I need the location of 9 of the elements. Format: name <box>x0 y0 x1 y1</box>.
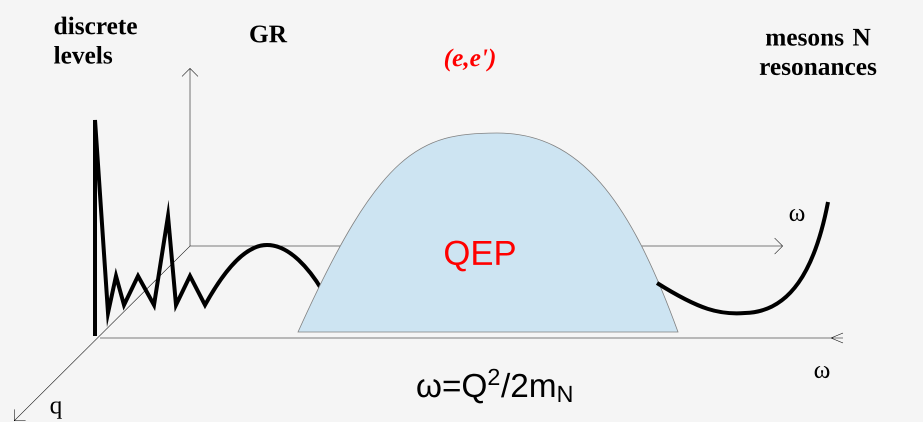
annotation-text: discrete levels <box>54 16 137 64</box>
peak-area: QEP <box>298 132 678 332</box>
annotation-text: mesons N resonances <box>760 28 876 76</box>
axis-label: ω <box>790 208 804 222</box>
annotation-text: GR <box>250 26 288 43</box>
axis-label: q <box>50 401 62 419</box>
axis-label: ω <box>814 366 830 378</box>
formula-text: ω=Q$^{2}$/2m$_{N}$ <box>417 368 572 404</box>
annotation-text: (e,e') <box>444 48 495 72</box>
